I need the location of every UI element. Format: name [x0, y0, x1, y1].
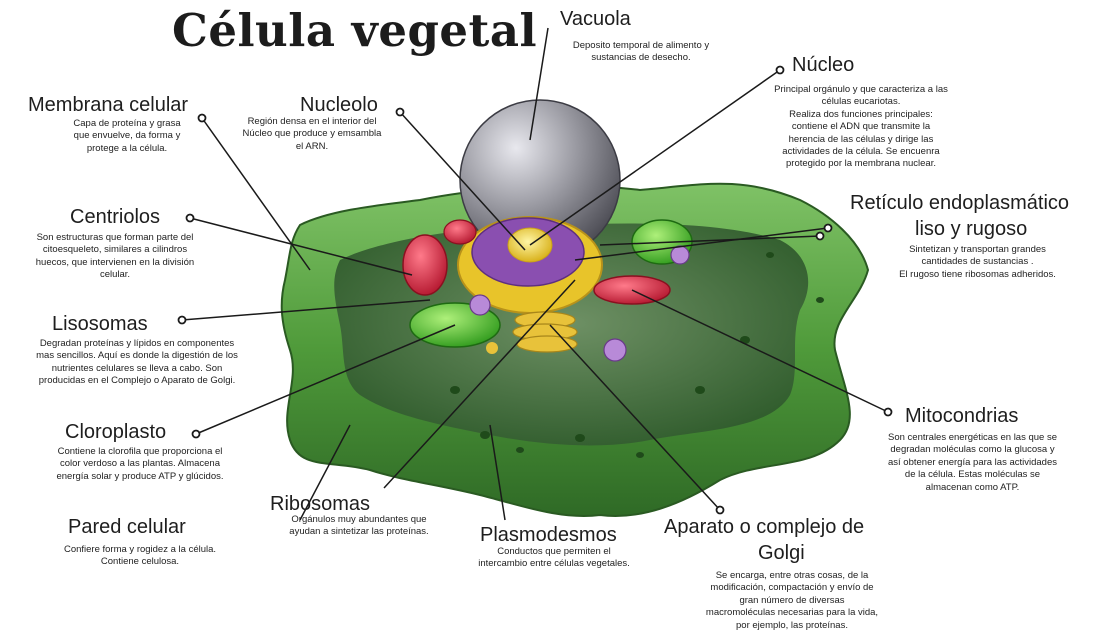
label-golgi-line2: Golgi [758, 542, 805, 565]
label-nucleolo: Nucleolo [300, 94, 378, 117]
desc-plasmodesmos: Conductos que permiten el intercambio en… [458, 546, 650, 571]
golgi-shape [513, 312, 577, 352]
label-pared: Pared celular [68, 516, 186, 539]
desc-reticulo: Sintetizan y transportan grandes cantida… [870, 244, 1085, 281]
desc-mitocondrias: Son centrales energéticas en las que se … [860, 432, 1085, 494]
desc-membrana: Capa de proteína y grasa que envuelve, d… [52, 118, 202, 155]
label-nucleo: Núcleo [792, 54, 854, 77]
label-centriolos: Centriolos [70, 206, 160, 229]
label-ribosomas: Ribosomas [270, 493, 370, 516]
desc-nucleo: Principal orgánulo y que caracteriza a l… [756, 84, 966, 171]
desc-golgi: Se encarga, entre otras cosas, de la mod… [684, 570, 900, 632]
label-plasmodesmos: Plasmodesmos [480, 524, 617, 547]
desc-lisosomas: Degradan proteínas y lípidos en componen… [8, 338, 266, 388]
label-vacuola: Vacuola [560, 8, 631, 31]
mitochondria-shape-2 [444, 220, 476, 244]
label-golgi-line1: Aparato o complejo de [664, 516, 864, 539]
label-membrana: Membrana celular [28, 94, 188, 117]
desc-nucleolo: Región densa en el interior del Núcleo q… [232, 116, 392, 153]
label-reticulo-line2: liso y rugoso [915, 218, 1027, 241]
diagram-title: Célula vegetal [172, 4, 537, 57]
label-lisosomas: Lisosomas [52, 313, 148, 336]
label-reticulo-line1: Retículo endoplasmático [850, 192, 1069, 215]
desc-centriolos: Son estructuras que forman parte del cit… [4, 232, 226, 282]
desc-ribosomas: Orgánulos muy abundantes que ayudan a si… [266, 514, 452, 539]
label-cloroplasto: Cloroplasto [65, 421, 166, 444]
label-mitocondrias: Mitocondrias [905, 405, 1018, 428]
desc-pared: Confiere forma y rogidez a la célula. Co… [40, 544, 240, 569]
mitochondria-shape-1 [403, 235, 447, 295]
desc-vacuola: Deposito temporal de alimento y sustanci… [556, 40, 726, 65]
desc-cloroplasto: Contiene la clorofila que proporciona el… [28, 446, 252, 483]
